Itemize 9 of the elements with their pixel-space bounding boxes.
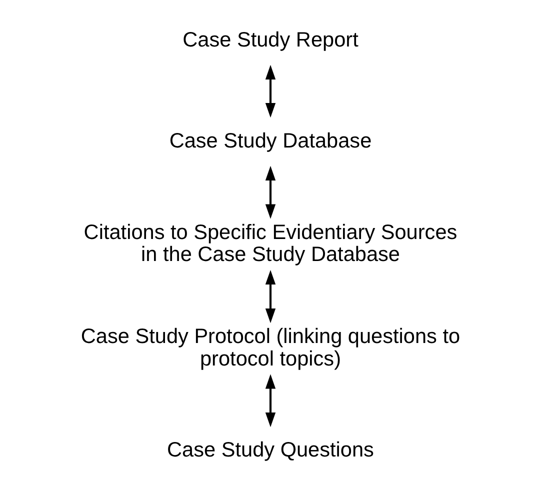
- node-text: Case Study Database: [168, 129, 372, 152]
- node-text: Case Study Protocol (linking questions to protocol topics): [80, 324, 460, 370]
- arrow: [264, 64, 276, 118]
- node-text: Citations to Specific Evidentiary Sources in the Case Study Database: [83, 220, 457, 266]
- arrow: [264, 270, 276, 324]
- arrow: [264, 374, 276, 428]
- node-text: Case Study Questions: [166, 438, 374, 462]
- node-text: Case Study Report: [182, 28, 358, 52]
- arrow: [264, 166, 276, 219]
